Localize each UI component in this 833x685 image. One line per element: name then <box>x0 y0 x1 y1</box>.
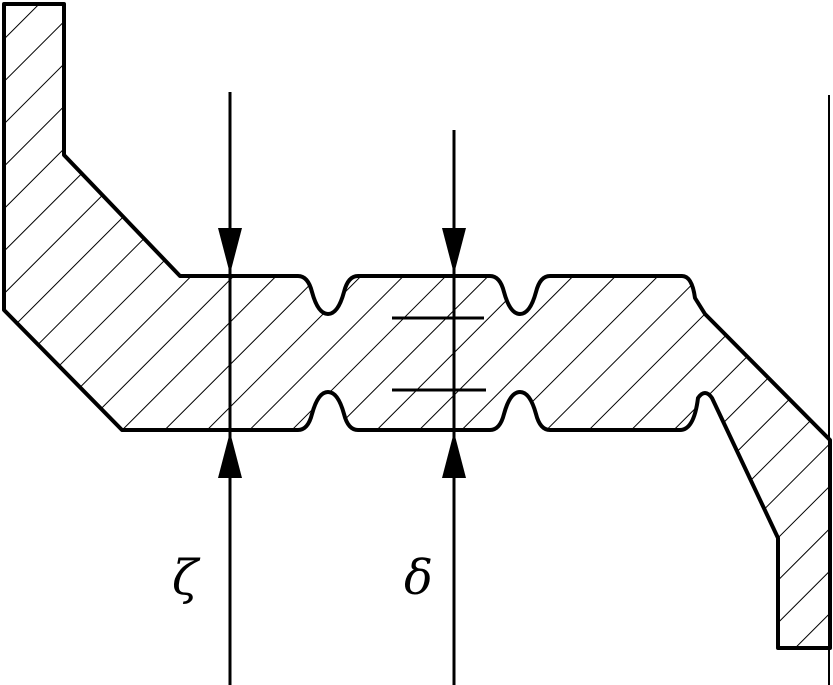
zeta-label: ζ <box>172 550 201 606</box>
delta-bottom-arrowhead <box>442 432 466 478</box>
zeta-top-arrowhead <box>218 228 242 274</box>
delta-label: δ <box>404 550 433 606</box>
main-section-body <box>2 2 832 650</box>
delta-top-arrowhead <box>442 228 466 274</box>
zeta-bottom-arrowhead <box>218 432 242 478</box>
